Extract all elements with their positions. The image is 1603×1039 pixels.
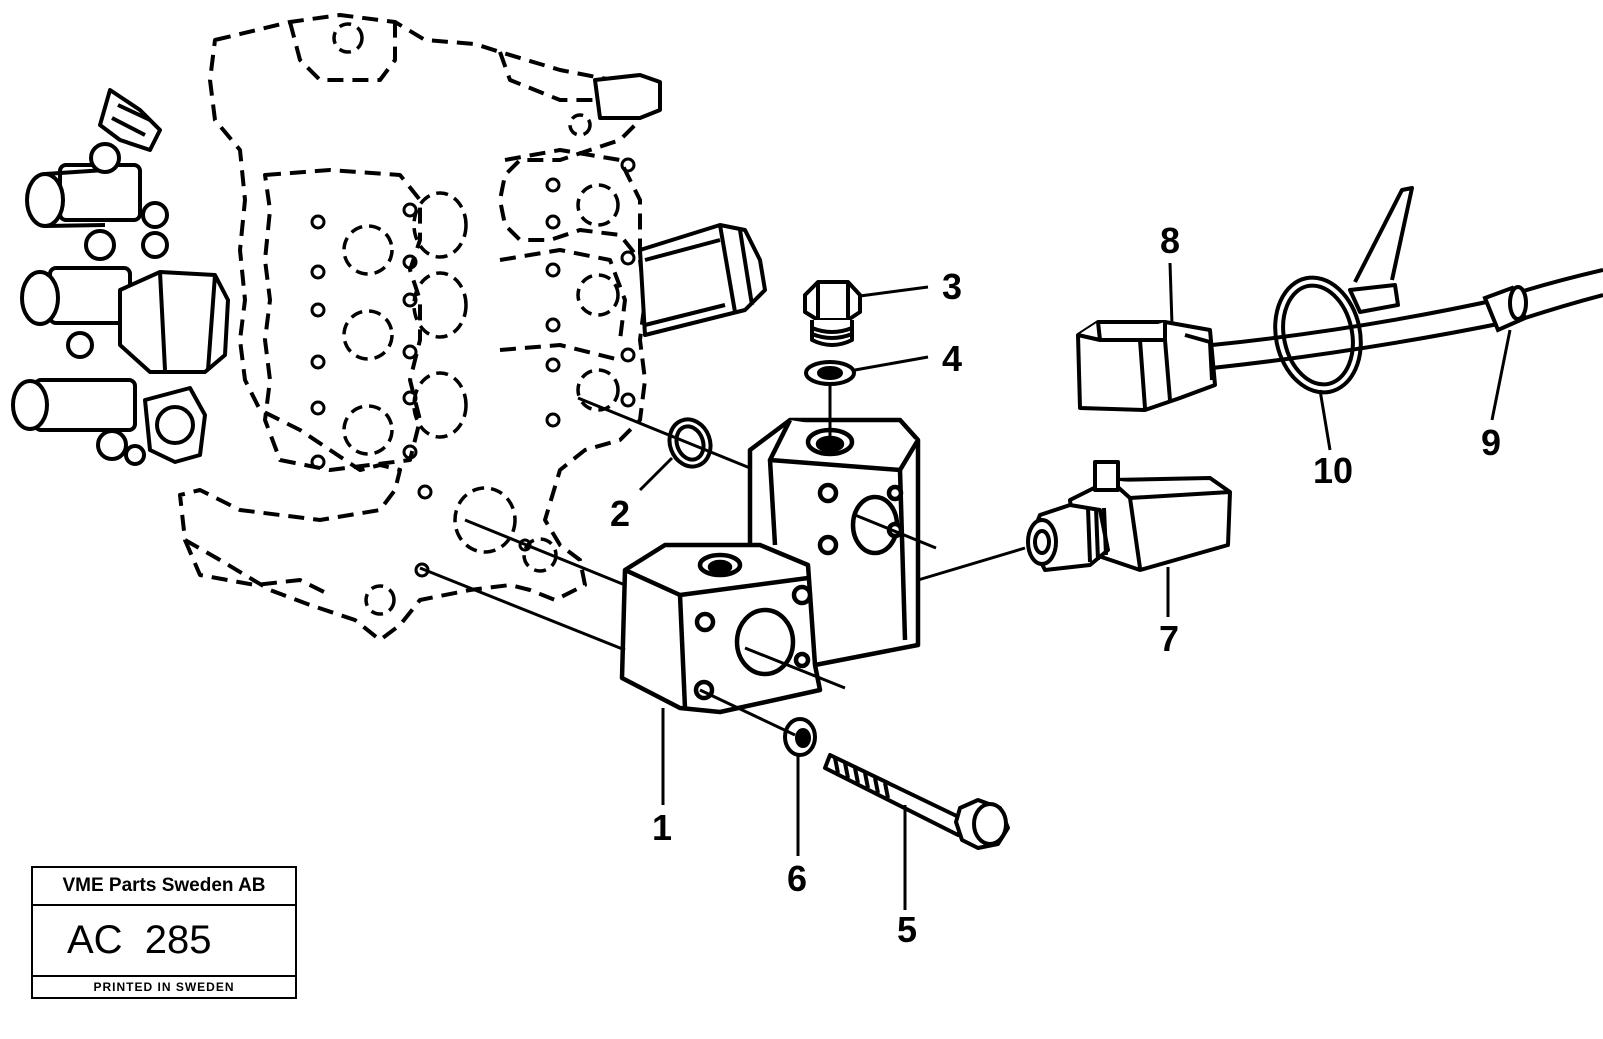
callout-9: 9 [1481,422,1501,463]
washer [783,717,817,757]
valve-block-left-fittings [11,88,230,466]
pressure-switch [1026,460,1232,572]
stamp-company-name: VME Parts Sweden AB [33,868,295,906]
stamp-printed-note: PRINTED IN SWEDEN [33,975,295,997]
leader-lines [638,262,1512,910]
plug [803,280,862,347]
callout-7: 7 [1159,618,1179,659]
stamp-illustration-code: AC 285 [67,918,212,962]
callout-4: 4 [942,338,962,379]
alignment-lines [419,385,1026,737]
sealing-washer [804,360,856,386]
callout-6: 6 [787,858,807,899]
callout-10: 10 [1313,450,1353,491]
callout-8: 8 [1160,220,1180,261]
publisher-stamp: VME Parts Sweden AB AC 285 PRINTED IN SW… [31,866,297,999]
o-ring [667,417,713,469]
cable-sleeve [1482,285,1528,333]
control-valve-block [178,13,647,642]
callout-3: 3 [942,266,962,307]
cable-connector [1076,320,1217,412]
valve-block-bolt-holes [310,157,636,578]
valve-block-ports [332,22,620,616]
valve-block-right-fitting [593,73,767,337]
callout-2: 2 [610,493,630,534]
cable-tie [1273,186,1414,395]
callout-5: 5 [897,909,917,950]
cable [1211,268,1603,370]
callout-labels: 1 2 3 4 5 6 7 8 9 10 [610,220,1501,950]
screw [823,753,1010,850]
mounting-block [619,417,921,715]
callout-1: 1 [652,807,672,848]
